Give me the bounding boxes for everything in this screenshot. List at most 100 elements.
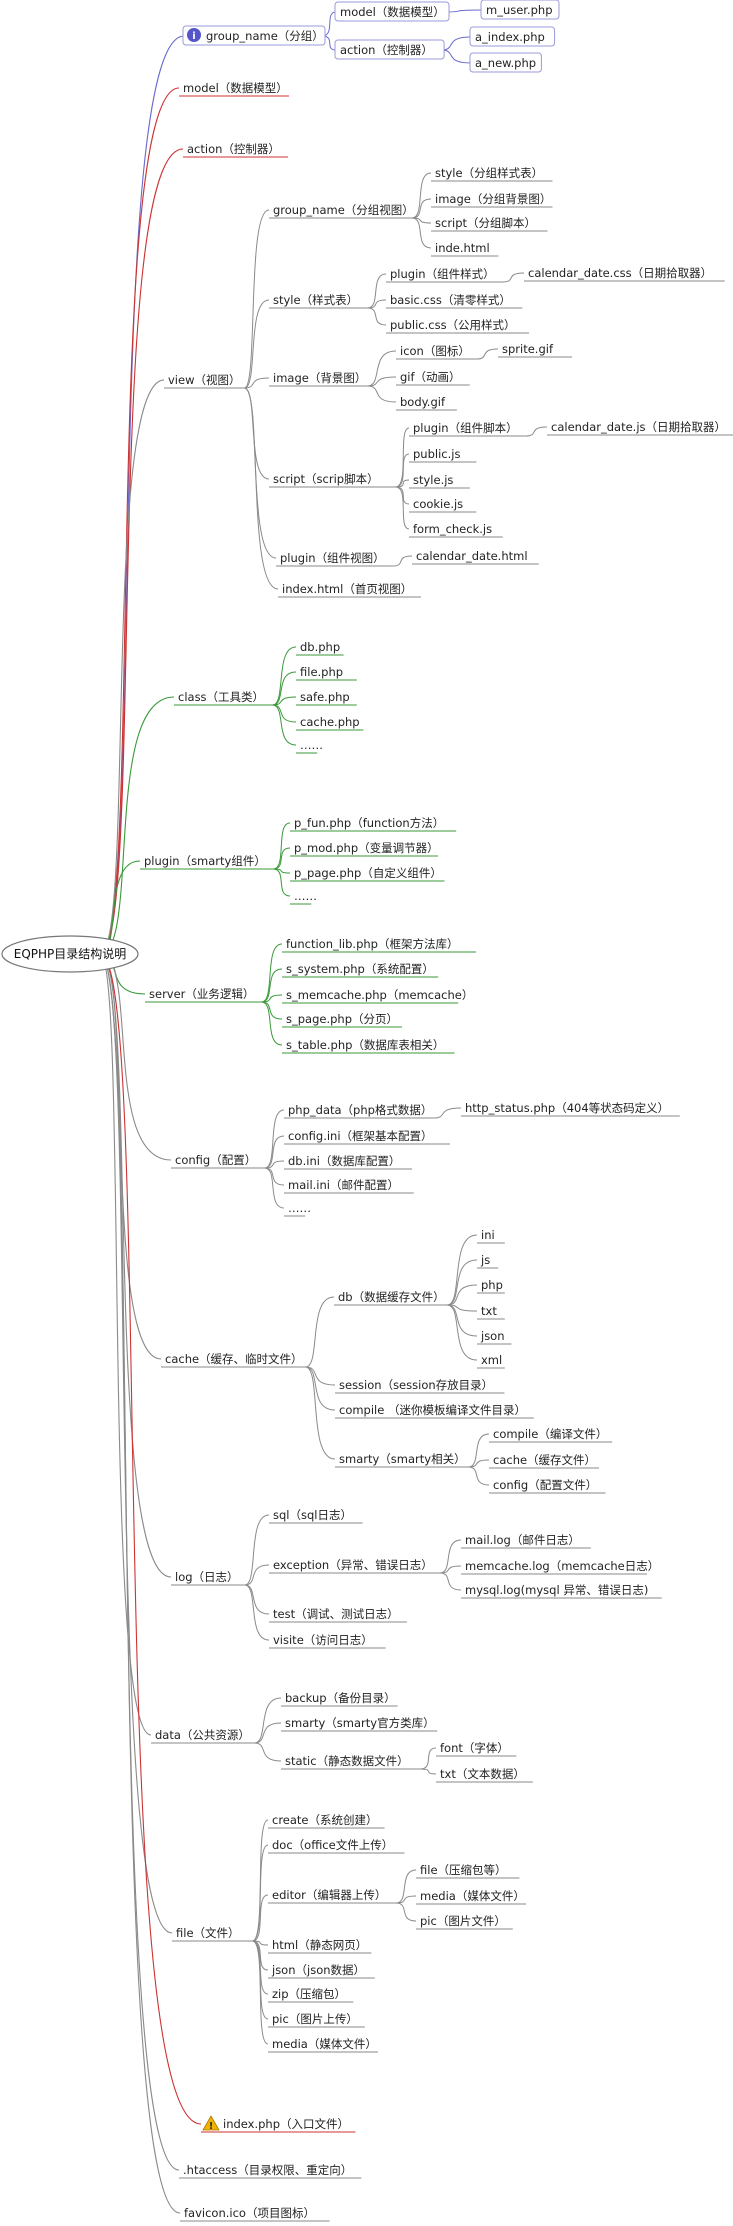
connector-sprite-gif [476, 348, 499, 360]
node-label: data（公共资源） [155, 1728, 250, 1742]
node-label: index.php（入口文件） [223, 2117, 349, 2131]
node-a-index-php: a_index.php [469, 26, 556, 47]
connector-doc-office [252, 1844, 269, 1942]
node-label: pic（图片上传） [272, 2012, 358, 2026]
connector-sql-sql [244, 1514, 270, 1586]
node-label: cache.php [300, 715, 360, 729]
node-label: calendar_date.html [416, 549, 528, 563]
node-label: style.js [413, 473, 453, 487]
connector-calendar-date-js [525, 426, 548, 437]
connector-smarty-smarty [254, 1722, 282, 1744]
node-backup: backup（备份目录） [281, 1691, 398, 1707]
node-label: s_memcache.php（memcache） [286, 988, 473, 1002]
node-action: action（控制器） [183, 142, 289, 158]
connector-s-system-php [261, 968, 283, 1003]
node-label: txt（文本数据） [440, 1767, 525, 1781]
connector-php-data-php [264, 1109, 285, 1169]
node-label: html（静态网页） [272, 1938, 367, 1952]
node-label: exception（异常、错误日志） [273, 1558, 433, 1572]
node-label: cookie.js [413, 497, 463, 511]
node-label: public.css（公用样式） [390, 318, 516, 332]
node-favicon-ico: favicon.ico（项目图标） [180, 2206, 330, 2222]
connector-editor [252, 1894, 269, 1942]
node-label: ini [481, 1228, 495, 1242]
node-public-css: public.css（公用样式） [386, 318, 529, 334]
connector-compile [468, 1433, 490, 1468]
info-icon: i [187, 28, 201, 42]
node-label: memcache.log（memcache日志） [465, 1559, 659, 1573]
connector-plugin [367, 273, 387, 309]
node-label: …… [288, 1201, 311, 1215]
node-label: backup（备份目录） [285, 1691, 396, 1705]
node-label: mail.log（邮件日志） [465, 1533, 580, 1547]
node-label: font（字体） [440, 1741, 509, 1755]
node-label: config（配置文件） [493, 1478, 597, 1492]
node-config: config（配置） [171, 1153, 265, 1169]
connector-compile [305, 1366, 336, 1411]
node-label: m_user.php [486, 3, 553, 17]
node-label: compile （迷你模板编译文件目录） [339, 1403, 526, 1417]
node-index-html: index.html（首页视图） [278, 582, 421, 598]
node-s-page-php: s_page.php（分页） [282, 1012, 402, 1028]
node-mail-ini: mail.ini（邮件配置） [284, 1178, 414, 1194]
connector-a-new-php [441, 49, 472, 64]
node-label: safe.php [300, 690, 350, 704]
node-label: js [480, 1253, 490, 1267]
node-box [182, 25, 326, 46]
node-label: …… [300, 738, 323, 752]
node-index-php: !index.php（入口文件） [201, 2115, 356, 2133]
node-inde-html: inde.html [431, 241, 499, 257]
node-label: plugin（组件视图） [280, 551, 385, 565]
connector-php [447, 1284, 478, 1306]
connector-log [99, 953, 172, 1578]
node-label: doc（office文件上传） [272, 1838, 393, 1852]
connector-calendar-date-css [502, 272, 525, 283]
node-basic-css: basic.css（清零样式） [386, 293, 523, 309]
node-m-user-php: m_user.php [480, 0, 560, 20]
node-txt: txt [477, 1304, 505, 1320]
node-label: test（调试、测试日志） [273, 1607, 399, 1621]
connector-inde-html [411, 217, 432, 249]
connector-script-scrip [244, 387, 270, 480]
node-mail-log: mail.log（邮件日志） [461, 1533, 591, 1549]
node-label: static（静态数据文件） [285, 1754, 409, 1768]
connector-function-lib-php [261, 943, 283, 1003]
node-http-status-php-404: http_status.php（404等状态码定义） [461, 1101, 680, 1117]
node-sql-sql: sql（sql日志） [269, 1508, 363, 1524]
node-s-table-php: s_table.php（数据库表相关） [282, 1038, 455, 1054]
node-gif: gif（动画） [396, 370, 470, 386]
node-style-js: style.js [409, 473, 470, 489]
connector-favicon-ico [99, 953, 181, 2214]
node-box [334, 39, 445, 60]
node-exception: exception（异常、错误日志） [269, 1558, 440, 1574]
node-label: cache（缓存、临时文件） [165, 1352, 303, 1366]
node-p-page-php: p_page.php（自定义组件） [290, 866, 445, 882]
node-label: favicon.ico（项目图标） [184, 2206, 315, 2220]
node-label: model（数据模型） [183, 81, 288, 95]
node-label: style（样式表） [273, 293, 358, 307]
node-plugin: plugin（组件脚本） [409, 421, 526, 437]
node-txt: txt（文本数据） [436, 1767, 533, 1783]
node-json: json [477, 1329, 512, 1345]
warning-icon: ! [202, 2115, 220, 2132]
node-label: gif（动画） [400, 370, 461, 384]
node-box [480, 0, 560, 20]
node-label: basic.css（清零样式） [390, 293, 511, 307]
node-label: visite（访问日志） [273, 1633, 373, 1647]
node-htaccess: .htaccess（目录权限、重定向） [179, 2163, 362, 2179]
node-label: p_page.php（自定义组件） [294, 866, 442, 880]
node-label: model（数据模型） [340, 5, 445, 19]
node-media: media（媒体文件） [416, 1889, 526, 1905]
connector-s-page-php [261, 1001, 283, 1020]
node-label: mail.ini（邮件配置） [288, 1178, 399, 1192]
node-calendar-date-js: calendar_date.js（日期拾取器） [547, 420, 733, 436]
connector-calendar-date-html [392, 555, 413, 567]
connector-view [99, 379, 165, 955]
connector-media [252, 1940, 269, 2045]
node-label: calendar_date.css（日期拾取器） [528, 266, 712, 280]
node-image: image（分组背景图） [431, 192, 553, 208]
node-cookie-js: cookie.js [409, 497, 477, 513]
node-box [469, 26, 556, 47]
connector-xml [447, 1304, 478, 1361]
